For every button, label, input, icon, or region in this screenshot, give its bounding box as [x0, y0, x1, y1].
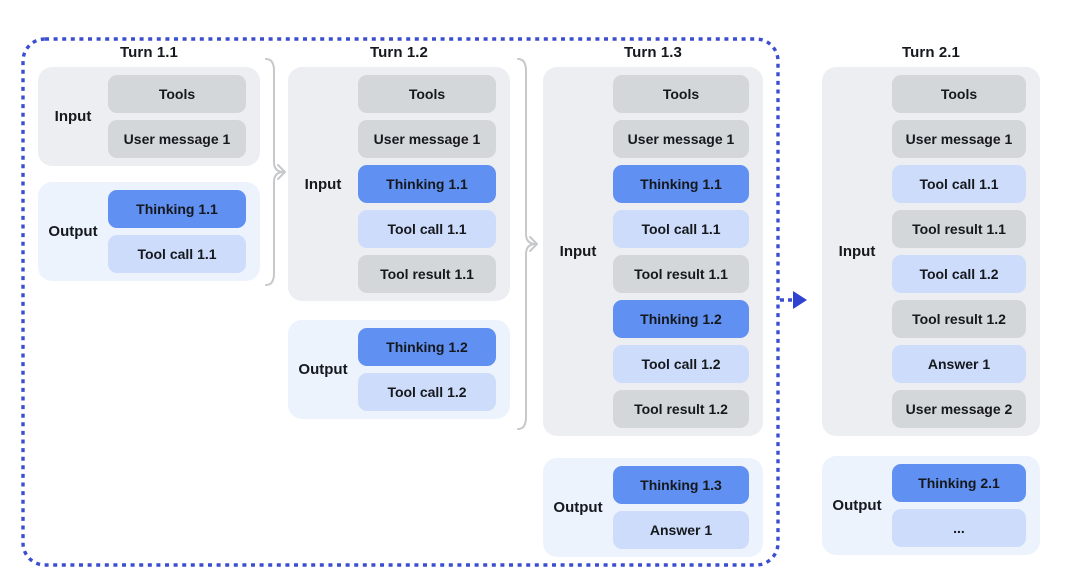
- merge-bracket-icon: [517, 58, 538, 430]
- block-thinking-1-1: Thinking 1.1: [613, 165, 749, 203]
- block-tool-call-1-2: Tool call 1.2: [892, 255, 1026, 293]
- input-label: Input: [54, 108, 92, 125]
- block-tools: Tools: [358, 75, 496, 113]
- merge-bracket-icon: [265, 58, 286, 286]
- input-label: Input: [304, 175, 342, 193]
- block-answer-1: Answer 1: [613, 511, 749, 549]
- block-tools: Tools: [108, 75, 246, 113]
- block-tool-result-1-1: Tool result 1.1: [892, 210, 1026, 248]
- block-tool-call-1-2: Tool call 1.2: [613, 345, 749, 383]
- block-tools: Tools: [613, 75, 749, 113]
- block-tool-result-1-1: Tool result 1.1: [358, 255, 496, 293]
- block-user-message-1: User message 1: [892, 120, 1026, 158]
- block-user-message-1: User message 1: [108, 120, 246, 158]
- block-user-message-2: User message 2: [892, 390, 1026, 428]
- block-thinking-1-2: Thinking 1.2: [358, 328, 496, 366]
- block-tool-result-1-2: Tool result 1.2: [613, 390, 749, 428]
- output-label: Output: [832, 497, 882, 514]
- input-label: Input: [838, 243, 876, 260]
- block-ellipsis: ...: [892, 509, 1026, 547]
- block-tools: Tools: [892, 75, 1026, 113]
- block-user-message-1: User message 1: [358, 120, 496, 158]
- block-user-message-1: User message 1: [613, 120, 749, 158]
- block-thinking-1-2: Thinking 1.2: [613, 300, 749, 338]
- turn-title: Turn 1.3: [623, 44, 683, 61]
- block-tool-call-1-2: Tool call 1.2: [358, 373, 496, 411]
- block-thinking-2-1: Thinking 2.1: [892, 464, 1026, 502]
- block-tool-call-1-1: Tool call 1.1: [108, 235, 246, 273]
- block-tool-call-1-1: Tool call 1.1: [358, 210, 496, 248]
- block-answer-1: Answer 1: [892, 345, 1026, 383]
- input-label: Input: [559, 243, 597, 260]
- block-tool-call-1-1: Tool call 1.1: [892, 165, 1026, 203]
- output-label: Output: [298, 361, 348, 378]
- block-thinking-1-3: Thinking 1.3: [613, 466, 749, 504]
- block-tool-result-1-1: Tool result 1.1: [613, 255, 749, 293]
- turn-title: Turn 2.1: [901, 44, 961, 61]
- output-label: Output: [553, 499, 603, 516]
- output-label: Output: [48, 223, 98, 240]
- block-tool-result-1-2: Tool result 1.2: [892, 300, 1026, 338]
- next-turn-arrow-icon: [780, 291, 807, 309]
- block-thinking-1-1: Thinking 1.1: [108, 190, 246, 228]
- output-group: Output Thinking 2.1...: [822, 456, 1040, 555]
- block-thinking-1-1: Thinking 1.1: [358, 165, 496, 203]
- turn-title: Turn 1.2: [369, 44, 429, 61]
- output-blocks: Thinking 2.1...: [892, 464, 1026, 547]
- turn-title: Turn 1.1: [119, 44, 179, 61]
- block-tool-call-1-1: Tool call 1.1: [613, 210, 749, 248]
